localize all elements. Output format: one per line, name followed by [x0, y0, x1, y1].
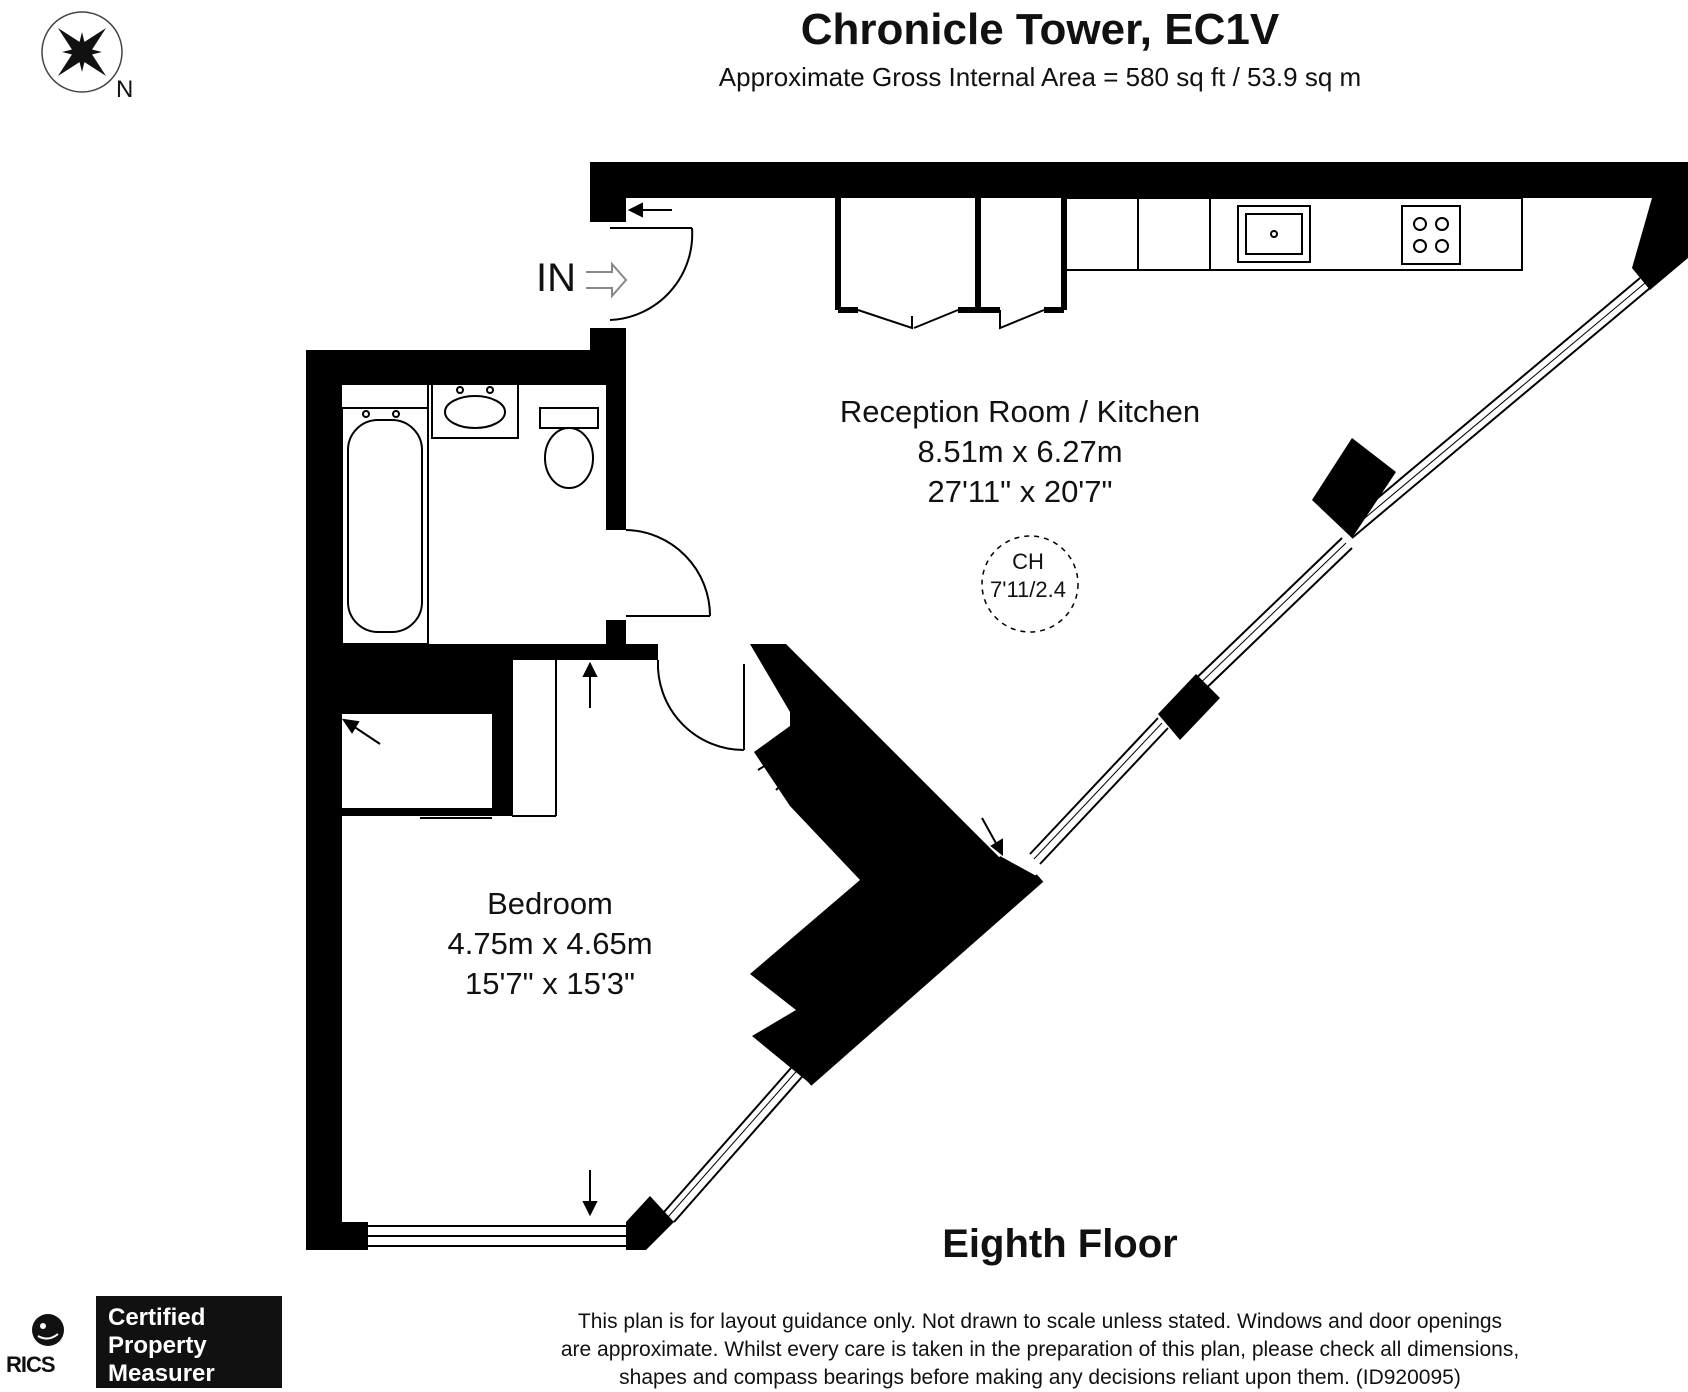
- entrance-arrow-icon: [586, 261, 628, 299]
- room-label-bedroom: Bedroom 4.75m x 4.65m 15'7" x 15'3": [400, 884, 700, 1004]
- disclaimer-line: shapes and compass bearings before makin…: [619, 1366, 1461, 1389]
- entrance-door: [609, 227, 694, 321]
- property-title: Chronicle Tower, EC1V: [800, 5, 1280, 54]
- window-bottom: [368, 1225, 626, 1247]
- badge-line-1: Certified: [108, 1304, 206, 1331]
- entrance-label: IN: [536, 256, 576, 300]
- sink-icon: [1237, 205, 1311, 263]
- window-diagonal: [663, 277, 1651, 1223]
- bathtub-icon: [341, 407, 429, 645]
- storage-cupboards: [835, 198, 1067, 330]
- hob-icon: [1401, 205, 1461, 265]
- ceiling-height-value: 7'11/2.4: [990, 577, 1066, 602]
- wardrobe: [342, 660, 557, 819]
- room-dimensions-metric: 4.75m x 4.65m: [447, 926, 653, 961]
- disclaimer: This plan is for layout guidance only. N…: [440, 1308, 1640, 1392]
- rics-lion-icon: [18, 1310, 78, 1350]
- room-name: Bedroom: [487, 886, 613, 921]
- room-name: Reception Room / Kitchen: [839, 394, 1201, 429]
- ceiling-height-label: CH 7'11/2.4: [980, 548, 1076, 604]
- ceiling-height-title: CH: [1012, 549, 1044, 574]
- compass-north-label: N: [116, 76, 134, 103]
- badge-line-2: Property: [108, 1332, 207, 1359]
- disclaimer-line: are approximate. Whilst every care is ta…: [560, 1338, 1520, 1361]
- rics-logo-text: RICS: [6, 1352, 56, 1377]
- toilet-icon: [539, 407, 599, 489]
- certified-measurer-badge: Certified Property Measurer: [96, 1296, 282, 1388]
- compass-rose-icon: [41, 11, 123, 93]
- title-block: Chronicle Tower, EC1V Approximate Gross …: [600, 4, 1480, 94]
- room-dimensions-imperial: 27'11" x 20'7": [927, 474, 1113, 509]
- utility-cupboard: [757, 738, 818, 791]
- bathroom-door: [625, 529, 711, 617]
- ceiling-height-marker: [981, 535, 1079, 633]
- walls: [306, 162, 1688, 1250]
- bedroom-door: [656, 659, 745, 752]
- room-dimensions-imperial: 15'7" x 15'3": [464, 966, 635, 1001]
- room-dimensions-metric: 8.51m x 6.27m: [917, 434, 1123, 469]
- gross-area: Approximate Gross Internal Area = 580 sq…: [718, 62, 1362, 92]
- badge-line-3: Measurer: [108, 1360, 215, 1387]
- bathroom-partitions: [342, 383, 606, 644]
- room-label-reception: Reception Room / Kitchen 8.51m x 6.27m 2…: [800, 392, 1240, 512]
- floor-label: Eighth Floor: [942, 1222, 1178, 1266]
- measurement-arrows: [341, 172, 1655, 1217]
- kitchen-units: [1065, 197, 1523, 271]
- disclaimer-line: This plan is for layout guidance only. N…: [577, 1310, 1503, 1333]
- basin-icon: [431, 383, 519, 439]
